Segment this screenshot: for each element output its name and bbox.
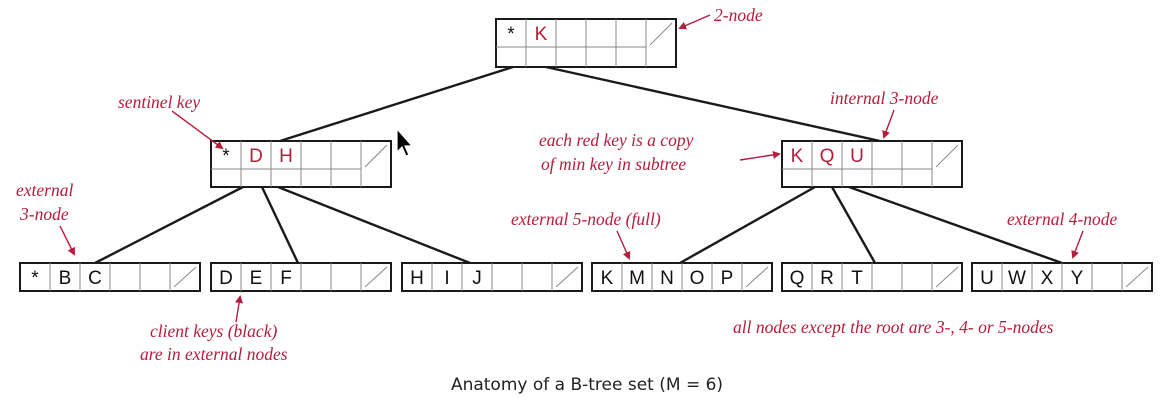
- node-key: Q: [790, 268, 805, 289]
- null-slot-slash: [364, 144, 388, 168]
- diagram-caption: Anatomy of a B-tree set (M = 6): [450, 375, 724, 395]
- mouse-pointer-icon: [396, 128, 414, 157]
- node-key: J: [472, 268, 482, 289]
- tree-edge: [848, 185, 1063, 265]
- node-key: H: [279, 146, 293, 167]
- node-key: T: [851, 268, 863, 289]
- node-key: U: [850, 146, 864, 167]
- tree-edge: [94, 185, 244, 265]
- node-key: Y: [1071, 268, 1084, 289]
- node-key: W: [1008, 268, 1026, 289]
- node-key: D: [249, 146, 263, 167]
- null-slot-slash: [935, 266, 959, 288]
- null-slot-slash: [935, 144, 959, 168]
- annotation-external-5-node: external 5-node (full): [511, 209, 661, 229]
- node-key: B: [59, 268, 72, 289]
- node-key: H: [410, 268, 424, 289]
- node-key: K: [791, 146, 804, 167]
- annotation-arrow: [59, 225, 75, 256]
- node-key: Q: [820, 146, 835, 167]
- annotation-2-node: 2-node: [714, 5, 763, 25]
- node-key: C: [88, 268, 102, 289]
- annotation-external-3-node-line2: 3-node: [19, 204, 69, 224]
- null-slot-slash: [555, 266, 579, 288]
- annotation-arrow: [739, 150, 781, 161]
- annotation-internal-3-node: internal 3-node: [830, 88, 939, 108]
- annotation-external-4-node: external 4-node: [1007, 209, 1118, 229]
- node-key: K: [601, 268, 614, 289]
- btree-node-root: *K: [495, 18, 677, 68]
- tree-edge: [545, 65, 881, 143]
- null-slot-slash: [1125, 266, 1149, 288]
- node-key: P: [721, 268, 734, 289]
- annotation-red-key-copy-line2: of min key in subtree: [541, 154, 686, 174]
- tree-edge: [830, 186, 877, 264]
- annotation-client-keys-line1: client keys (black): [150, 321, 277, 341]
- annotation-all-nodes: all nodes except the root are 3-, 4- or …: [733, 317, 1054, 337]
- annotation-external-3-node-line1: external: [16, 180, 73, 200]
- node-key: O: [690, 268, 705, 289]
- tree-edge: [260, 186, 300, 264]
- node-key: E: [250, 268, 263, 289]
- null-slot-slash: [173, 266, 197, 288]
- annotation-arrow: [235, 295, 244, 323]
- node-key: F: [280, 268, 292, 289]
- tree-edge: [279, 65, 514, 143]
- node-key: M: [629, 268, 645, 289]
- node-key: R: [820, 268, 834, 289]
- annotation-sentinel-key: sentinel key: [118, 92, 200, 112]
- annotation-arrow: [678, 14, 711, 30]
- node-key: *: [31, 268, 39, 289]
- annotation-arrow: [1071, 230, 1084, 259]
- tree-edges: [94, 65, 1063, 265]
- node-key: I: [444, 268, 449, 289]
- node-key: X: [1041, 268, 1054, 289]
- annotation-arrows: [59, 14, 1084, 323]
- null-slot-slash: [649, 22, 673, 46]
- null-slot-slash: [364, 266, 388, 288]
- annotation-red-key-copy-line1: each red key is a copy: [539, 130, 694, 150]
- node-key: *: [507, 24, 515, 45]
- tree-edge: [277, 185, 471, 265]
- node-key: K: [535, 24, 548, 45]
- tree-edge: [679, 185, 816, 265]
- annotation-arrow: [616, 230, 631, 260]
- annotation-arrow: [171, 110, 224, 150]
- annotation-client-keys-line2: are in external nodes: [140, 344, 288, 364]
- node-key: *: [222, 146, 230, 167]
- node-key: D: [219, 268, 233, 289]
- node-key: U: [980, 268, 994, 289]
- null-slot-slash: [745, 266, 769, 288]
- annotation-arrow: [882, 109, 895, 139]
- node-key: N: [660, 268, 674, 289]
